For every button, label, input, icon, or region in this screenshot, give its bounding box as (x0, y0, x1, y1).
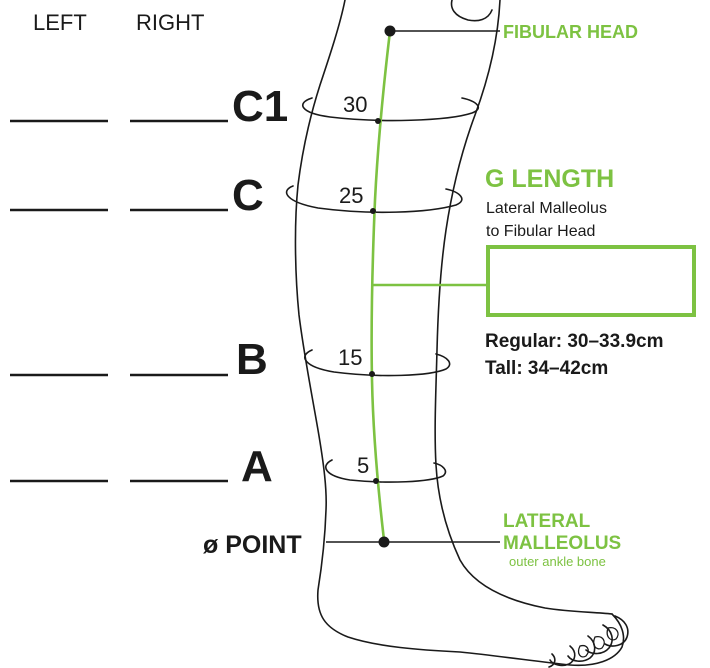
tick-30 (375, 118, 381, 124)
tick-5 (373, 478, 379, 484)
cm-marker-25: 25 (339, 183, 363, 208)
column-right-label: RIGHT (136, 10, 204, 35)
zero-point-label: ø POINT (203, 531, 302, 559)
level-label-c: C (232, 171, 264, 220)
g-length-desc-line2: to Fibular Head (486, 223, 595, 240)
ring-b (305, 350, 450, 376)
cm-marker-30: 30 (343, 92, 367, 117)
cm-marker-5: 5 (357, 453, 369, 478)
g-length-desc-line1: Lateral Malleolus (486, 200, 607, 217)
g-length-title: G LENGTH (485, 165, 614, 193)
fibular-head-label: FIBULAR HEAD (503, 22, 638, 42)
g-length-input-box[interactable] (488, 247, 694, 315)
column-left-label: LEFT (33, 10, 87, 35)
level-label-c1: C1 (232, 82, 288, 131)
toenail-2 (594, 637, 605, 649)
lateral-malleolus-note: outer ankle bone (509, 554, 606, 569)
size-tall: Tall: 34–42cm (485, 358, 608, 379)
circumference-rings (287, 98, 479, 482)
level-label-b: B (236, 335, 268, 384)
size-regular: Regular: 30–33.9cm (485, 331, 664, 352)
tick-25 (370, 208, 376, 214)
knee-cap-contour (452, 0, 492, 21)
lateral-malleolus-point (379, 537, 390, 548)
lateral-malleolus-line1: LATERAL (503, 511, 591, 532)
lateral-malleolus-line2: MALLEOLUS (503, 533, 621, 554)
tick-15 (369, 371, 375, 377)
ring-a (326, 460, 446, 482)
ring-c1 (303, 98, 479, 120)
measurement-blanks (10, 121, 228, 481)
level-label-a: A (241, 442, 273, 491)
cm-marker-15: 15 (338, 345, 362, 370)
g-length-axis (372, 31, 487, 540)
fibular-head-point (385, 26, 396, 37)
